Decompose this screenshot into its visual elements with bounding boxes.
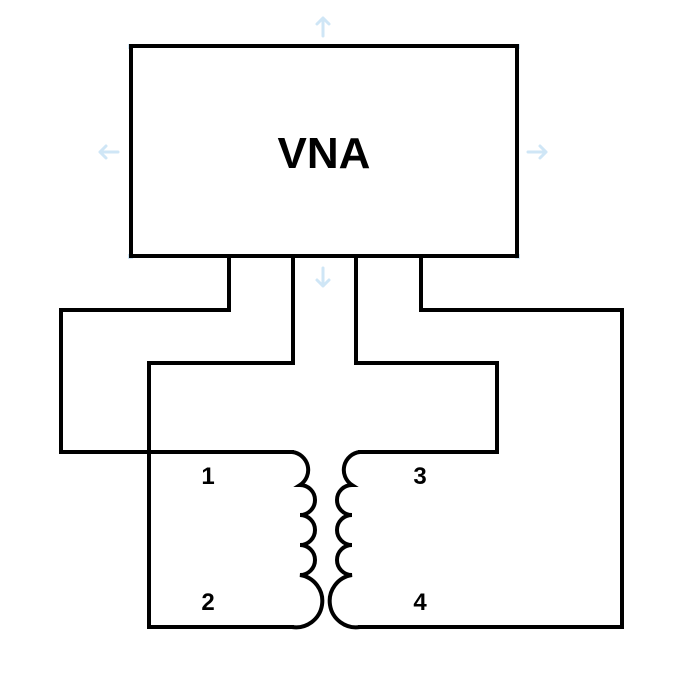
- secondary-winding-coil: [327, 450, 362, 630]
- vna-label: VNA: [278, 129, 371, 178]
- resize-handle-top-arrow-icon[interactable]: [315, 16, 331, 38]
- primary-winding-coil: [290, 450, 325, 630]
- port-label-2: 2: [201, 589, 214, 616]
- wire-port4: [358, 254, 624, 629]
- resize-handle-left-arrow-icon[interactable]: [98, 144, 120, 160]
- wire-port2: [147, 254, 295, 629]
- port-label-1: 1: [201, 463, 214, 490]
- vna-box[interactable]: [129, 44, 519, 258]
- port-label-4: 4: [413, 589, 427, 616]
- wire-port3: [354, 254, 499, 454]
- wire-port1: [59, 254, 294, 454]
- port-label-3: 3: [413, 463, 426, 490]
- resize-handle-bottom-arrow-icon[interactable]: [315, 266, 331, 288]
- resize-handle-right-arrow-icon[interactable]: [526, 144, 548, 160]
